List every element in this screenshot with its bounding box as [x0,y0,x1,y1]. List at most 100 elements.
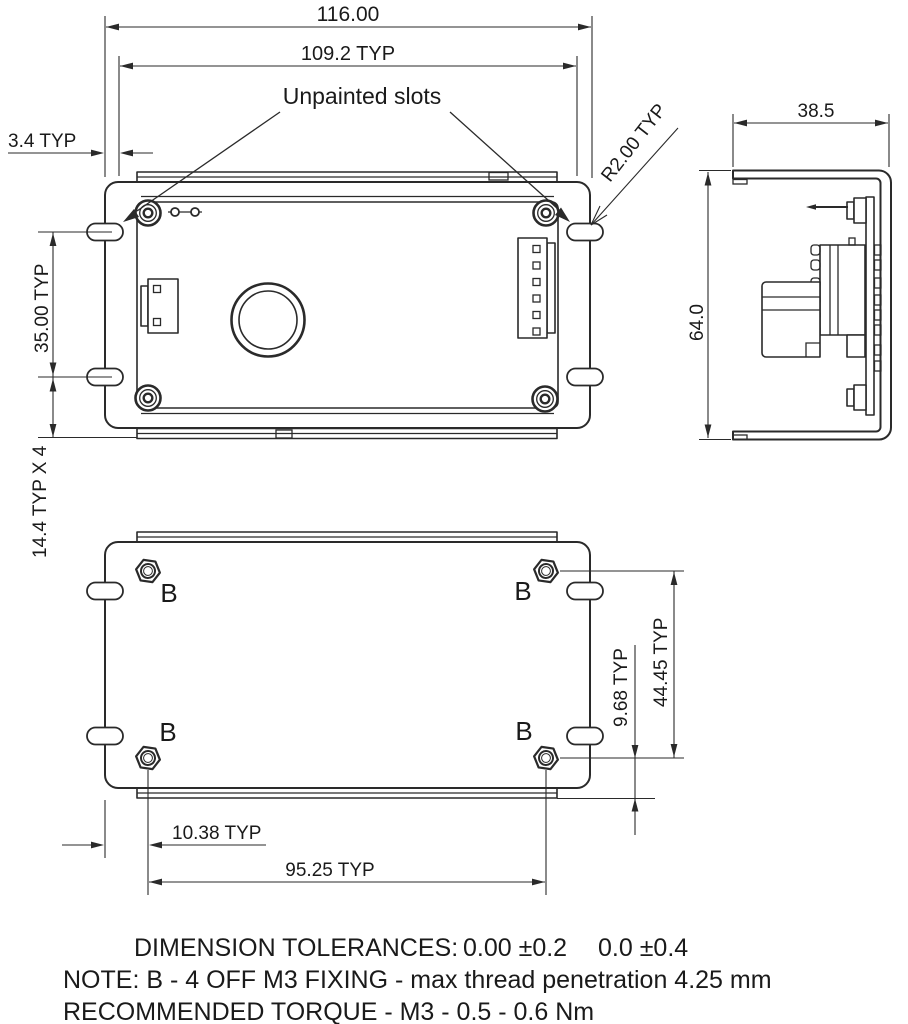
bottom-view-dimensions: 44.45 TYP 9.68 TYP 10.38 TYP 95.25 TYP [62,570,684,895]
jumper-pin [168,207,202,217]
left-connector [140,278,179,334]
channel-outline [732,169,892,441]
mounting-slot-bottom-left [86,726,124,746]
central-hole [230,282,306,358]
flange-tip-hook-top [732,178,748,185]
bottom-bolt [846,384,867,411]
mounting-slot-top-left [86,581,124,601]
side-view [732,169,892,441]
dim-text-fixing-vertical-spacing: 44.45 TYP [651,618,672,707]
dim-text-depth: 38.5 [798,101,835,122]
arrowhead [704,424,712,438]
arrowhead [532,878,545,886]
arrowhead [106,23,119,31]
screw-top-right [532,199,560,227]
bottom-view: B B B B [86,531,604,799]
mounting-slot-top-right [566,581,604,601]
connector-base-block [846,334,866,358]
flange-tip-hook-bottom [732,434,748,441]
arrowhead [49,362,57,376]
radius-leader-line [590,127,679,226]
dim-text-slot-spacing: 35.00 TYP [32,264,53,353]
dim-text-overall-width: 116.00 [317,3,380,26]
dim-fixing-to-edge-horizontal: 10.38 TYP [62,770,266,895]
side-connector [761,237,866,358]
mounting-slot-bottom-right [566,726,604,746]
torque-note: RECOMMENDED TORQUE - M3 - 0.5 - 0.6 Nm [63,998,594,1024]
dim-height: 64.0 [687,169,731,441]
arrowhead [578,23,591,31]
dim-flange-offset: 3.4 TYP [8,131,153,157]
unpainted-slots-callout: Unpainted slots [123,83,570,222]
leader-line-right [449,111,559,210]
corner-radius-label: R2.00 TYP [597,100,671,186]
arrowhead [91,149,104,157]
radius-arrow-edge-1 [590,205,601,226]
mounting-plate-edge [865,196,875,416]
arrowhead [734,119,747,127]
connector-body [819,244,866,336]
arrowhead [875,119,888,127]
arrowhead [563,62,576,70]
pin-tip [806,204,816,210]
arrowhead [120,149,133,157]
plate-fins [873,244,882,372]
fixing-label-bottom-left: B [159,717,176,747]
leader-line-left [136,111,281,212]
tolerance-2dp: 0.00 ±0.2 [463,934,567,962]
fixing-label-top-left: B [160,578,177,608]
corner-radius-callout: R2.00 TYP [590,100,679,226]
arrowhead [49,233,57,246]
arrowhead [149,878,162,886]
radius-arrow-edge-2 [590,214,608,226]
dim-fixing-to-edge-vertical: 9.68 TYP [557,645,655,835]
notes-block: DIMENSION TOLERANCES:0.00 ±0.2 0.0 ±0.4 N… [63,934,772,1024]
mounting-slot-top-right [566,222,604,242]
tolerance-1dp: 0.0 ±0.4 [598,934,688,962]
dim-text-fixing-horizontal-spacing: 95.25 TYP [285,860,374,881]
fixing-note: NOTE: B - 4 OFF M3 FIXING - max thread p… [63,966,772,994]
dim-fixing-horizontal-spacing: 95.25 TYP [149,770,547,895]
tolerances-label: DIMENSION TOLERANCES: [134,934,458,962]
connector-hood [761,281,821,358]
screw-bottom-right [531,385,559,413]
top-view-dimensions: 116.00 109.2 TYP 3.4 TYP [8,3,593,558]
terminal-block [517,237,556,339]
unpainted-slots-label: Unpainted slots [283,83,442,109]
arrowhead [91,841,104,849]
dim-slot-spacing-chain: 35.00 TYP 14.4 TYP X 4 [30,231,137,558]
dim-text-fixing-to-edge-horizontal: 10.38 TYP [172,823,261,844]
leader-arrowhead-left [123,209,139,222]
top-lip-tab [488,171,509,181]
top-view: Unpainted slots R2.00 TYP [86,83,679,440]
dim-text-flange-offset: 3.4 TYP [8,131,76,152]
fixing-label-bottom-right: B [515,716,532,746]
arrowhead [149,841,162,849]
arrowhead [670,572,678,585]
screw-top-left [134,199,162,227]
arrowhead [49,424,57,437]
top-bolt [806,197,867,224]
dim-overall-width: 116.00 [104,3,593,178]
leader-arrowhead-right [555,207,570,222]
arrowhead [704,172,712,186]
dim-text-height: 64.0 [687,304,708,341]
screw-bottom-left [134,384,162,412]
side-view-dimensions: 38.5 64.0 [687,101,890,441]
tolerances-line: DIMENSION TOLERANCES:0.00 ±0.2 0.0 ±0.4 [134,934,688,962]
bottom-lip-tab [275,429,293,439]
mounting-slot-bottom-right [566,367,604,387]
arrowhead [631,798,639,812]
fixing-label-top-right: B [514,576,531,606]
flange-outline [104,541,591,789]
dim-text-fixing-to-edge-vertical: 9.68 TYP [611,648,632,727]
dim-depth: 38.5 [732,101,890,167]
arrowhead [631,745,639,758]
dim-inner-width: 109.2 TYP [118,43,578,176]
dim-fixing-vertical-spacing: 44.45 TYP [560,570,684,759]
dim-text-inner-width: 109.2 TYP [301,43,395,65]
inner-panel [136,201,559,409]
arrowhead [120,62,133,70]
